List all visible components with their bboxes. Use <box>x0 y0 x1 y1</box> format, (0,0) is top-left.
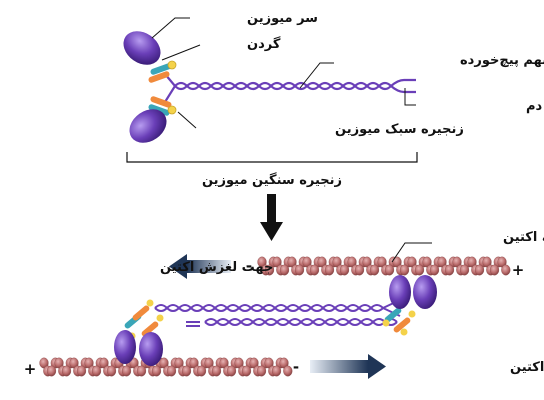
actin-bead <box>166 365 177 377</box>
heavy-chain-bracket <box>126 152 418 163</box>
polarity-bottom-plus: + <box>24 360 37 378</box>
down-arrow <box>260 194 283 241</box>
actin-bead <box>76 365 87 377</box>
actin-bead <box>61 365 72 377</box>
actin-bead <box>271 365 282 377</box>
myosin-head-top-right-b <box>413 275 437 309</box>
actin-bead <box>181 365 192 377</box>
myosin-head-bottom-left-a <box>114 330 136 364</box>
actin-bead <box>414 264 425 276</box>
actin-bead <box>256 365 267 377</box>
actin-bead <box>196 365 207 377</box>
myosin-molecule <box>123 31 416 143</box>
actin-bead <box>459 264 470 276</box>
actin-bead <box>264 264 275 276</box>
actin-bead <box>384 264 395 276</box>
myosin-head-lower <box>129 109 167 143</box>
label-slide-direction-top: جهت لغزش اکتین <box>160 260 273 275</box>
actin-bead <box>211 365 222 377</box>
label-heavy-chain: زنجیره سنگین میوزین <box>202 172 342 188</box>
actin-bead <box>136 365 147 377</box>
actin-bead <box>309 264 320 276</box>
actin-bead <box>283 365 293 377</box>
tail-strand-b <box>174 81 392 91</box>
actin-bead <box>294 264 305 276</box>
actin-bead <box>339 264 350 276</box>
label-coiled-tails: دم‌های بهم پیچ‌خورده <box>460 53 544 68</box>
actin-bead <box>489 264 500 276</box>
actin-bead <box>501 264 511 276</box>
actin-bead <box>474 264 485 276</box>
actin-bead <box>354 264 365 276</box>
upper-neck <box>148 60 177 83</box>
myosin-head-upper <box>123 31 161 65</box>
label-myosin-head: سر میوزین <box>247 11 318 26</box>
actin-bead <box>151 365 162 377</box>
actin-bead <box>429 264 440 276</box>
polarity-top-minus: - <box>246 257 252 275</box>
actin-bead <box>279 264 290 276</box>
actin-bead <box>399 264 410 276</box>
actin-bead <box>369 264 380 276</box>
actin-bead <box>241 365 252 377</box>
leader-line-actin <box>391 242 432 263</box>
actin-bead <box>324 264 335 276</box>
label-actin-filament: رشته اکتین <box>503 230 544 245</box>
polarity-bottom-minus: - <box>293 358 299 376</box>
lower-neck <box>148 96 177 116</box>
myosin-head-bottom-left-b <box>139 332 163 366</box>
label-bare-tail-end: انتهای صاف دم <box>526 99 544 114</box>
polarity-top-plus: + <box>512 261 525 279</box>
label-light-chain: زنجیره سبک میوزین <box>335 122 464 137</box>
actin-filament-bottom <box>39 357 293 377</box>
bare-tail-end <box>390 78 416 94</box>
actin-bead <box>46 365 57 377</box>
slide-arrow-top <box>169 254 231 279</box>
actin-bead <box>444 264 455 276</box>
leader-lines-top <box>151 17 416 129</box>
actin-bead <box>121 365 132 377</box>
actin-bead <box>226 365 237 377</box>
label-slide-direction-bottom: جهت لغزش اکتین <box>510 360 544 375</box>
myosin-dimer-bottom <box>114 275 437 366</box>
actin-bead <box>91 365 102 377</box>
actin-filament-top <box>257 256 511 276</box>
myosin-head-top-right-a <box>389 275 411 309</box>
slide-arrow-bottom <box>310 354 386 379</box>
actin-bead <box>106 365 117 377</box>
label-neck: گردن <box>247 36 281 52</box>
lower-arm <box>164 85 176 103</box>
